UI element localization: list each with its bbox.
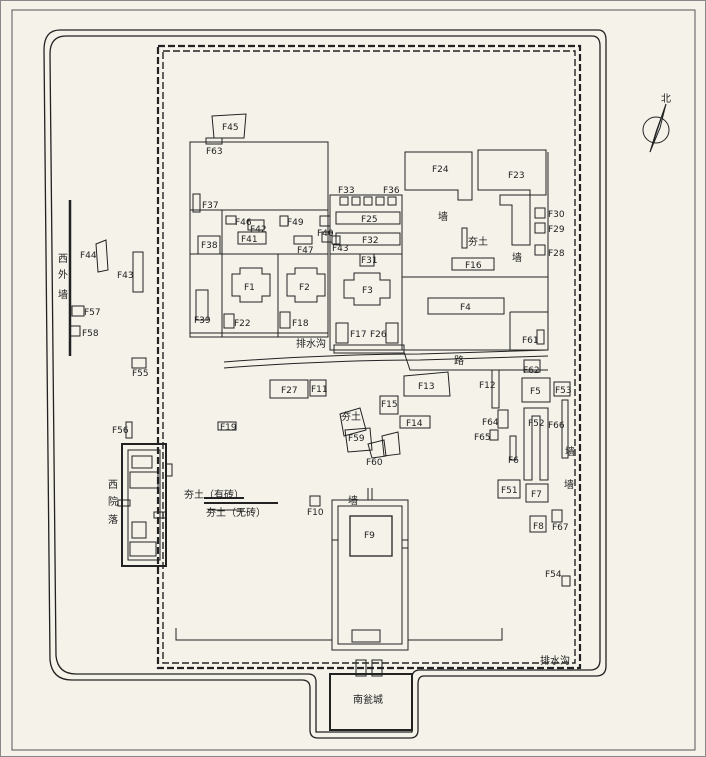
label-f24: F24 (432, 165, 449, 175)
label-wall-east: 墙 (512, 251, 522, 264)
label-f23: F23 (508, 171, 525, 181)
label-f2: F2 (299, 283, 310, 293)
label-f54: F54 (545, 570, 562, 580)
label-rammed-earth-east: 夯土 (468, 235, 488, 248)
label-f42: F42 (250, 225, 267, 235)
label-f38: F38 (201, 241, 218, 251)
label-f40: F40 (317, 229, 334, 239)
label-f11: F11 (311, 385, 328, 395)
label-f65: F65 (474, 433, 491, 443)
label-f61: F61 (522, 336, 539, 346)
west-courtyard (117, 443, 167, 567)
label-f41: F41 (241, 235, 258, 245)
label-south-enclosure: 南瓮城 (353, 693, 383, 706)
label-f56: F56 (112, 426, 129, 436)
label-wall-north: 墙 (438, 210, 448, 223)
label-f10: F10 (307, 508, 324, 518)
label-wall-south: 墙 (348, 494, 358, 507)
label-f26: F26 (370, 330, 387, 340)
label-f53: F53 (555, 386, 572, 396)
label-f33: F33 (338, 186, 355, 196)
label-f6: F6 (508, 456, 519, 466)
central-compound (329, 194, 405, 354)
label-f3: F3 (362, 286, 373, 296)
south-precinct (175, 488, 503, 731)
label-f57: F57 (84, 308, 101, 318)
label-f16: F16 (465, 261, 482, 271)
label-f22: F22 (234, 319, 251, 329)
label-f51: F51 (501, 486, 518, 496)
label-west-court-1: 西 (108, 480, 118, 491)
label-f31: F31 (361, 256, 378, 266)
label-f67: F67 (552, 523, 569, 533)
label-wall-southeast-b: 墙 (564, 478, 574, 491)
label-rammed-earth-brick: 夯土（有砖） (184, 488, 244, 501)
label-f25: F25 (361, 215, 378, 225)
label-f55: F55 (132, 369, 149, 379)
outer-enclosure-wall (43, 29, 607, 739)
label-f15: F15 (381, 400, 398, 410)
label-f64: F64 (482, 418, 499, 428)
label-f49: F49 (287, 218, 304, 228)
label-drain-north: 排水沟 (296, 337, 326, 350)
isolated-buildings (69, 113, 571, 587)
label-west-court-3: 落 (108, 514, 118, 526)
northwest-compound (189, 141, 329, 338)
label-f32: F32 (362, 236, 379, 246)
label-f43-west: F43 (117, 271, 134, 281)
label-west-wall-2: 外 (58, 269, 68, 281)
label-f8: F8 (533, 522, 544, 532)
label-f28: F28 (548, 249, 565, 259)
label-f47: F47 (297, 246, 314, 256)
north-label: 北 (661, 93, 671, 105)
label-f44: F44 (80, 251, 97, 261)
label-f58: F58 (82, 329, 99, 339)
label-f13: F13 (418, 382, 435, 392)
label-f60: F60 (366, 458, 383, 468)
label-f52: F52 (528, 419, 545, 429)
label-f36: F36 (383, 186, 400, 196)
road-line (223, 349, 549, 363)
label-rammed-earth-central: 夯土 (341, 410, 361, 423)
label-f14: F14 (406, 419, 423, 429)
label-drain-south: 排水沟 (540, 654, 570, 667)
label-f7: F7 (531, 490, 542, 500)
label-f5: F5 (530, 387, 541, 397)
label-f45: F45 (222, 123, 239, 133)
label-f18: F18 (292, 319, 309, 329)
label-f29: F29 (548, 225, 565, 235)
label-f1: F1 (244, 283, 255, 293)
label-f66: F66 (548, 421, 565, 431)
label-f4: F4 (460, 303, 471, 313)
label-west-wall-1: 西 (58, 254, 68, 265)
label-f62: F62 (523, 366, 540, 376)
label-west-wall-3: 墙 (58, 288, 68, 301)
label-f37: F37 (202, 201, 219, 211)
label-wall-southeast-a: 墙 (565, 445, 575, 458)
label-f27: F27 (281, 386, 298, 396)
label-f46: F46 (235, 218, 252, 228)
inner-dashed-wall (156, 44, 582, 670)
label-f19: F19 (220, 423, 237, 433)
label-f12: F12 (479, 381, 496, 391)
label-f43-central: F43 (332, 244, 349, 254)
north-arrow-icon (642, 103, 670, 153)
label-f63: F63 (206, 147, 223, 157)
label-f9: F9 (364, 531, 375, 541)
label-f59: F59 (348, 434, 365, 444)
east-upper-compound (401, 149, 549, 351)
label-rammed-earth-nobrick: 夯土（无砖） (206, 506, 266, 519)
label-f30: F30 (548, 210, 565, 220)
label-f39: F39 (194, 316, 211, 326)
label-road: 路 (454, 354, 464, 367)
label-west-court-2: 院 (108, 495, 118, 508)
label-f17: F17 (350, 330, 367, 340)
